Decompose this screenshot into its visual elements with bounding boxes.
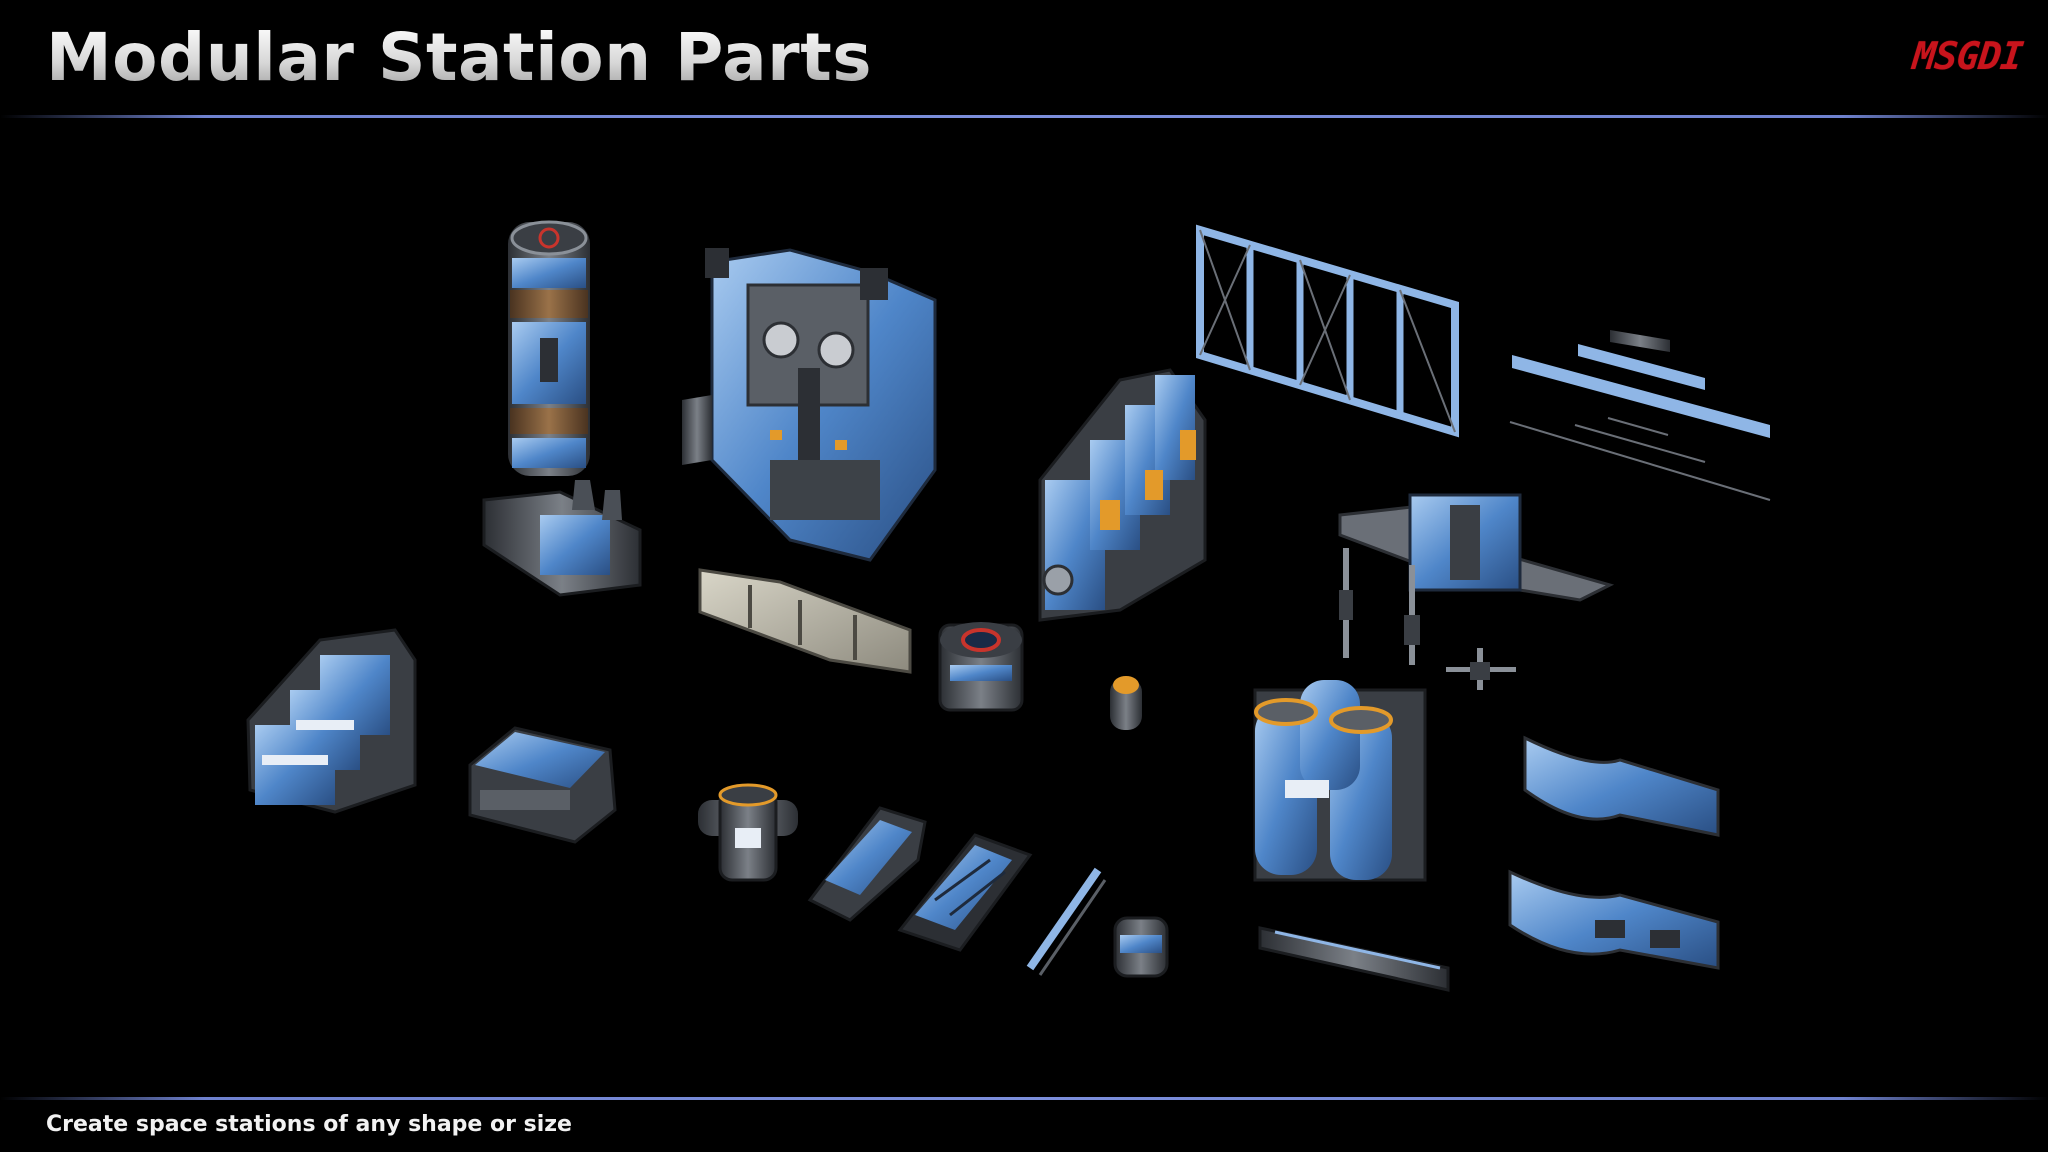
- lattice-pipe-part: [897, 833, 1033, 952]
- header-divider: [0, 115, 2048, 118]
- arc-ring-segment-part: [1508, 735, 1720, 970]
- page-title: Modular Station Parts: [46, 19, 873, 96]
- docking-tower-part: [682, 248, 937, 562]
- strut-part: [1026, 867, 1107, 976]
- stacked-hab-module-part: [1038, 368, 1207, 622]
- rail-segment-part: [1258, 926, 1450, 992]
- corridor-segment-part: [698, 568, 912, 674]
- round-node-part: [938, 622, 1024, 712]
- cylinder-module-part: [508, 220, 590, 476]
- half-pipe-part: [807, 806, 927, 922]
- cargo-block-large-part: [246, 628, 417, 814]
- cargo-crate-part: [468, 726, 617, 844]
- ribbed-connector-part: [482, 480, 642, 597]
- beam-set-part: [1509, 330, 1771, 501]
- winged-hub-part: [1338, 493, 1615, 602]
- reactor-cluster-part: [1253, 680, 1427, 882]
- junction-node-part: [698, 783, 798, 882]
- antenna-part: [1339, 548, 1516, 690]
- truss-frame-part: [1196, 224, 1459, 438]
- footer-divider: [0, 1097, 2048, 1100]
- mini-canister-part: [1113, 916, 1169, 978]
- small-pod-part: [1110, 676, 1142, 730]
- footer-caption: Create space stations of any shape or si…: [46, 1112, 572, 1137]
